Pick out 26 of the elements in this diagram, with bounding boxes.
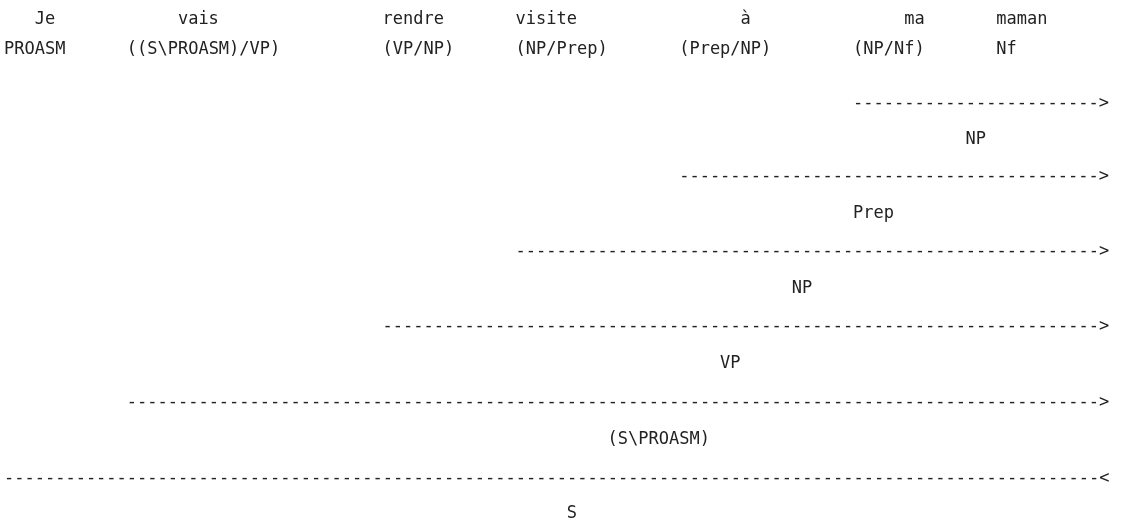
derivation-line: ---------------------------------------------------------> [515,240,1110,260]
category-label: (NP/Prep) [515,38,608,58]
word: rendre [382,8,444,28]
category-label: (NP/Nf) [853,38,925,58]
category-label: (VP/NP) [382,38,455,58]
result-category: NP [965,128,987,148]
derivation-line: ----------------------------------------------------------------------> [382,315,1110,335]
result-category: Prep [853,202,895,222]
category-label: (Prep/NP) [679,38,772,58]
category-label: PROASM [4,38,66,58]
word: Je [34,8,56,28]
word: à [740,8,751,28]
word: visite [515,8,577,28]
result-category: S [566,502,577,522]
result-category: (S\PROASM) [607,428,710,448]
result-category: VP [720,352,741,372]
derivation-line: -----------------------------------------------------------------------------------------------> [126,391,1110,411]
derivation-line: -----------------------------------------> [679,165,1110,185]
category-label: ((S\PROASM)/VP) [126,38,281,58]
word: maman [996,8,1048,28]
word: vais [177,8,219,28]
derivation-line: ------------------------> [853,92,1109,112]
category-label: Nf [996,38,1017,58]
word: ma [904,8,925,28]
derivation-line: -----------------------------------------------------------------------------------------------------------< [4,467,1110,487]
result-category: NP [791,277,813,297]
